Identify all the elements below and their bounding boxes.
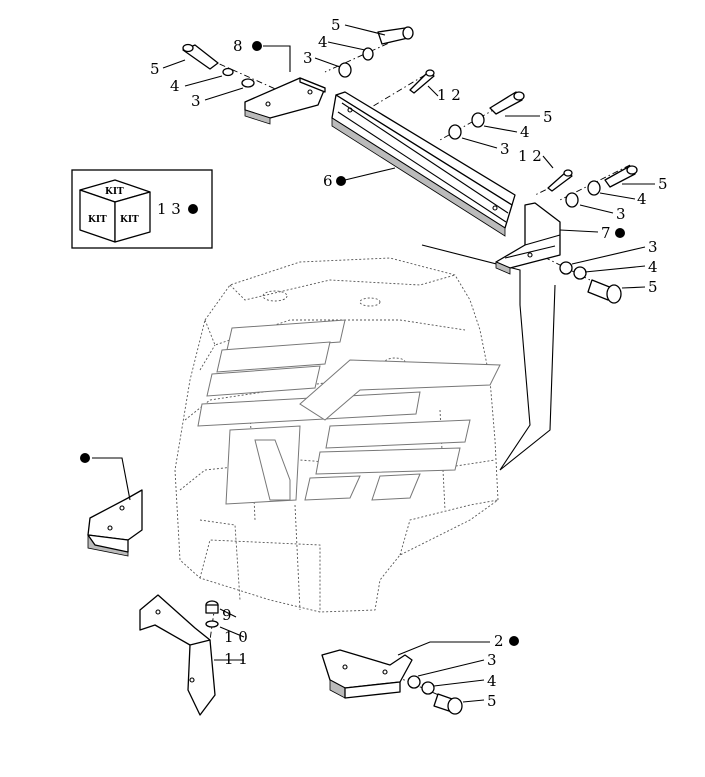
callout-11: 1 1 xyxy=(224,650,248,668)
callout-4-right: 4 xyxy=(637,190,647,208)
callout-5-right-upper: 5 xyxy=(543,108,553,126)
bracket-part-7 xyxy=(495,202,561,275)
bolt-group-right-lower xyxy=(559,261,622,304)
screw-12-lower xyxy=(547,169,573,192)
callout-12-lower: 1 2 xyxy=(518,147,542,165)
bracket-part-2 xyxy=(321,649,413,699)
callout-4-right-lower: 4 xyxy=(648,258,658,276)
callout-3-top: 3 xyxy=(303,49,313,67)
kit-box: KIT KIT KIT 1 3 xyxy=(71,169,213,249)
kit-text-left: KIT xyxy=(88,215,107,225)
nut-part-9 xyxy=(205,600,219,614)
callout-3-bottom: 3 xyxy=(487,651,497,669)
callout-5-bottom: 5 xyxy=(487,692,497,710)
kit-text-top: KIT xyxy=(105,187,124,197)
callout-bullet-left xyxy=(80,453,90,463)
bolt-group-right xyxy=(565,165,638,208)
callout-5-top: 5 xyxy=(331,16,341,34)
callout-12-upper: 1 2 xyxy=(437,86,461,104)
callout-3-right: 3 xyxy=(616,205,626,223)
callout-4-left: 4 xyxy=(170,77,180,95)
callout-5-right-lower: 5 xyxy=(648,278,658,296)
bracket-left-small xyxy=(87,489,143,557)
kit-bullet xyxy=(188,204,198,214)
leader-lines xyxy=(421,244,556,471)
bolt-group-bottom xyxy=(407,675,463,715)
callout-7: 7 xyxy=(601,224,611,242)
kit-cube-icon: KIT KIT KIT xyxy=(79,179,151,243)
watermark-logo xyxy=(197,319,501,505)
callout-8: 8 xyxy=(233,37,243,55)
callout-3-right-upper: 3 xyxy=(500,140,510,158)
callout-9: 9 xyxy=(222,606,232,624)
callout-4-bottom: 4 xyxy=(487,672,497,690)
bolt-group-left xyxy=(182,43,255,88)
screw-12-upper xyxy=(409,69,435,94)
callout-3-left: 3 xyxy=(191,92,201,110)
bracket-part-8 xyxy=(244,77,326,125)
kit-text-right: KIT xyxy=(120,215,139,225)
callout-3-right-lower: 3 xyxy=(648,238,658,256)
callout-4-right-upper: 4 xyxy=(520,123,530,141)
bolt-group-right-upper xyxy=(448,91,525,140)
callout-5-right: 5 xyxy=(658,175,668,193)
callout-10: 1 0 xyxy=(224,628,248,646)
callout-5-left: 5 xyxy=(150,60,160,78)
bracket-lower-left xyxy=(139,594,216,716)
callout-4-top: 4 xyxy=(318,33,328,51)
washer-part-10 xyxy=(205,620,219,628)
bolt-group-top xyxy=(338,26,414,78)
kit-callout: 1 3 xyxy=(157,200,181,218)
callout-6: 6 xyxy=(323,172,333,190)
rail-part-6 xyxy=(331,91,516,237)
callout-2: 2 xyxy=(494,632,504,650)
